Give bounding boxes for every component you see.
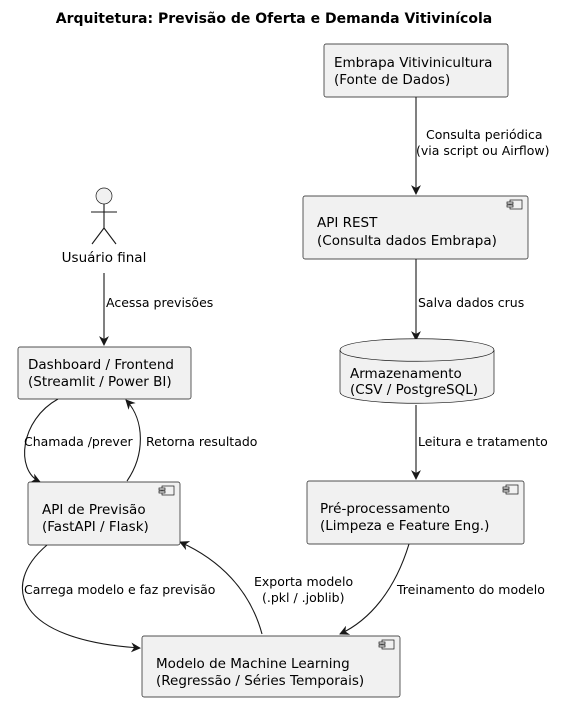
node-api-rest: API REST (Consulta dados Embrapa): [302, 195, 529, 260]
node-dashboard-subtitle: (Streamlit / Power BI): [28, 374, 172, 390]
node-storage-subtitle: (CSV / PostgreSQL): [350, 382, 478, 398]
node-embrapa-title: Embrapa Vitivinicultura: [334, 55, 492, 71]
edge-label-retorna: Retorna resultado: [146, 434, 257, 449]
node-storage-title: Armazenamento: [350, 366, 462, 382]
edge-label-acessa: Acessa previsões: [106, 295, 213, 310]
node-api-rest-subtitle: (Consulta dados Embrapa): [317, 233, 497, 249]
node-embrapa-subtitle: (Fonte de Dados): [334, 72, 450, 88]
node-ml-model-subtitle: (Regressão / Séries Temporais): [156, 673, 364, 689]
edge-label-consulta: Consulta periódica: [426, 127, 543, 142]
edge-label-exporta: Exporta modelo: [254, 574, 353, 589]
edge-label-consulta-sub: (via script ou Airflow): [416, 143, 550, 158]
edge-label-treinamento: Treinamento do modelo: [396, 582, 545, 597]
edge-label-leitura: Leitura e tratamento: [418, 434, 548, 449]
edge-label-salva: Salva dados crus: [418, 295, 524, 310]
edge-label-exporta-sub: (.pkl / .joblib): [262, 590, 344, 605]
component-icon: [378, 639, 395, 650]
edge-label-carrega: Carrega modelo e faz previsão: [24, 582, 215, 597]
edge-label-chamada: Chamada /prever: [24, 434, 134, 449]
edge-api-previsao-to-dashboard: [125, 399, 141, 482]
component-icon: [158, 485, 175, 496]
node-preproc-title: Pré-processamento: [320, 501, 450, 517]
diagram-title: Arquitetura: Previsão de Oferta e Demand…: [56, 11, 492, 27]
edge-preproc-to-model: [339, 543, 410, 635]
edge-api-previsao-to-model: [22, 544, 141, 653]
node-ml-model: Modelo de Machine Learning (Regressão / …: [141, 635, 401, 698]
node-ml-model-title: Modelo de Machine Learning: [156, 656, 350, 672]
node-user-label: Usuário final: [62, 250, 147, 266]
actor-icon: [91, 187, 117, 245]
node-preproc-subtitle: (Limpeza e Feature Eng.): [320, 518, 489, 534]
node-dashboard: Dashboard / Frontend (Streamlit / Power …: [17, 346, 192, 400]
edge-model-to-api-previsao: [179, 541, 263, 635]
node-preproc: Pré-processamento (Limpeza e Feature Eng…: [306, 480, 525, 545]
node-api-previsao-title: API de Previsão: [42, 502, 146, 518]
node-user: Usuário final: [62, 187, 147, 266]
component-icon: [502, 484, 519, 495]
node-api-rest-title: API REST: [317, 215, 378, 231]
node-dashboard-title: Dashboard / Frontend: [28, 357, 174, 373]
node-storage: Armazenamento (CSV / PostgreSQL): [339, 338, 495, 404]
node-embrapa: Embrapa Vitivinicultura (Fonte de Dados): [323, 43, 509, 98]
component-icon: [506, 199, 523, 210]
node-api-previsao-subtitle: (FastAPI / Flask): [42, 519, 149, 535]
edge-dashboard-to-api-previsao: [24, 398, 59, 483]
node-api-previsao: API de Previsão (FastAPI / Flask): [27, 481, 181, 546]
